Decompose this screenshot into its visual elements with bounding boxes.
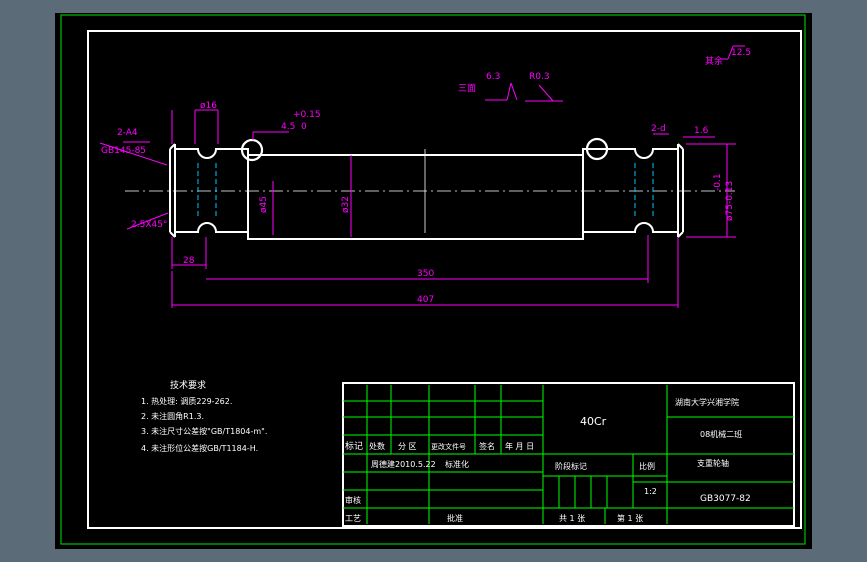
drawing-frame: ø16 +0.15 4.5 0 2-A4 GB145-85 2.5X45° 28… (55, 13, 812, 549)
dim-other-rough-val: 12.5 (731, 48, 751, 58)
dim-d32: ø32 (341, 196, 351, 213)
tb-review-label: 审核 (345, 495, 361, 505)
dim-len-350: 350 (417, 269, 434, 279)
tb-col-zone: 分 区 (398, 442, 417, 451)
tb-std-label: 标准化 (445, 459, 469, 469)
notes-item-4: 4. 未注形位公差按GB/T1184-H. (141, 443, 258, 453)
hidden-lines (197, 163, 654, 219)
tb-material: 40Cr (580, 415, 607, 428)
dim-d75: ø75-0.13 (725, 181, 735, 221)
tb-process-label: 工艺 (345, 514, 361, 523)
tb-col-count: 处数 (369, 441, 385, 451)
notes-item-1: 1. 热处理: 调质229-262. (141, 396, 232, 406)
dimension-lines (99, 45, 745, 308)
tb-col-date: 年 月 日 (505, 441, 534, 451)
tb-stage-label: 阶段标记 (555, 461, 587, 471)
title-block: 40Cr 湖南大学兴湘学院 08机械二班 支重轮轴 GB3077-82 标记 处… (342, 382, 795, 527)
dim-d45: ø45 (259, 196, 269, 213)
tb-class: 08机械二班 (700, 429, 742, 439)
notes-title: 技术要求 (170, 379, 206, 391)
tb-col-mark: 标记 (345, 440, 363, 452)
tb-approve-label: 批准 (447, 513, 463, 523)
dimension-labels: ø16 +0.15 4.5 0 2-A4 GB145-85 2.5X45° 28… (101, 48, 751, 305)
dim-right-note: 2-d (651, 124, 666, 134)
dim-rough-63: 6.3 (486, 72, 500, 82)
notes-item-2: 2. 未注圆角R1.3. (141, 411, 204, 421)
tb-sheets: 共 1 张 (559, 514, 585, 523)
dim-right-rough: 1.6 (694, 126, 709, 136)
shaft-outline (169, 137, 684, 240)
tb-school: 湖南大学兴湘学院 (675, 397, 739, 407)
dim-groove-tol: 0 (301, 122, 307, 132)
dim-r03: R0.3 (529, 72, 550, 82)
inner-border (87, 30, 802, 529)
tb-drawing-no: GB3077-82 (700, 494, 751, 504)
tb-scale-val: 1:2 (644, 487, 657, 496)
technical-drawing: ø16 +0.15 4.5 0 2-A4 GB145-85 2.5X45° 28… (60, 14, 806, 545)
dim-other-rough: 其余 (705, 55, 723, 67)
notes-item-3: 3. 未注尺寸公差按"GB/T1804-m". (141, 426, 267, 436)
dim-len-407: 407 (417, 295, 434, 305)
dim-rough-label: 三面 (458, 83, 476, 94)
dim-groove-width: 4.5 (281, 122, 295, 132)
dim-d16: ø16 (200, 101, 217, 111)
dim-tol-upper: +0.15 (293, 110, 321, 120)
tb-sheet-no: 第 1 张 (617, 513, 643, 523)
tb-designer: 周德建 (371, 459, 395, 469)
tb-col-doc: 更改文件号 (431, 442, 466, 451)
tb-design-date: 2010.5.22 (395, 460, 436, 469)
dim-len-28: 28 (183, 256, 195, 266)
outer-border (60, 14, 806, 545)
dim-chamfer-note: 2.5X45° (131, 220, 167, 230)
dim-tol-d75: -0.1 (713, 173, 723, 191)
technical-notes: 技术要求 1. 热处理: 调质229-262. 2. 未注圆角R1.3. 3. … (141, 379, 267, 453)
tb-scale-label: 比例 (639, 461, 655, 471)
dim-chamfer-left: 2-A4 (117, 128, 138, 138)
dim-std-left: GB145-85 (101, 146, 146, 156)
tb-col-sign: 签名 (479, 441, 495, 451)
tb-part-name: 支重轮轴 (697, 458, 729, 468)
